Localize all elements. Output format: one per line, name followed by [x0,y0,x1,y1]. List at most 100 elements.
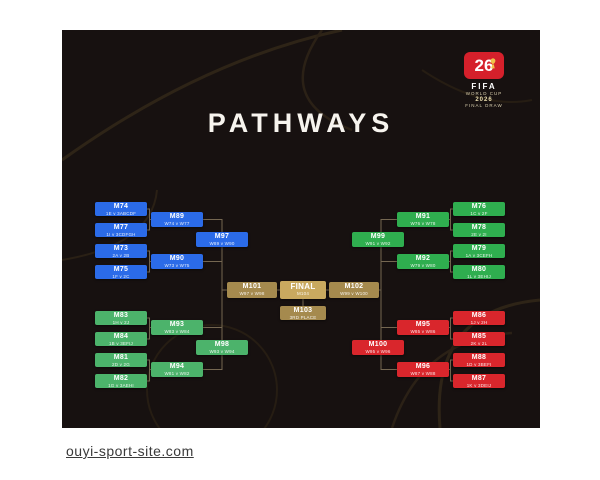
match-id: M82 [113,375,129,382]
match-id: M81 [113,354,129,361]
match-id: M91 [415,213,431,220]
match-teams: 3RD PLACE [289,315,317,320]
trophy-icon [490,58,496,69]
match-id: M89 [169,213,185,220]
match-id: M77 [113,224,129,231]
wc26-badge: 26 [464,52,504,79]
match-id: M75 [113,266,129,273]
fifa-label: FIFA [471,82,497,91]
match-teams: W89 v W90 [209,241,235,246]
match-id: M100 [368,341,388,348]
match-teams: W83 v W84 [164,329,190,334]
match-teams: W87 v W88 [410,371,436,376]
match-id: M103 [293,307,313,314]
world-cup-2026-logo: 26 FIFA WORLD CUP 2026 FINAL DRAW [455,52,513,109]
page-title: PATHWAYS [207,108,395,138]
match-teams: 1L v 3EHIJ [467,274,491,279]
watermark-text: ouyi-sport-site.com [66,443,194,459]
match-teams: 1C v 2F [470,211,488,216]
match-teams: 1F v 2C [112,274,130,279]
match-teams: W81 v W82 [164,371,190,376]
badge-number: 26 [474,56,494,75]
match-teams: W76 v W78 [410,221,436,226]
match-teams: W79 v W80 [410,263,436,268]
match-teams: 1G v 3AEHI [108,383,134,388]
match-id: M96 [415,363,431,370]
match-id: M83 [113,312,129,319]
match-id: M78 [471,224,487,231]
logo-line-year: 2026 [475,97,493,103]
match-teams: 1K v 3DEIJ [466,383,492,388]
match-id: M79 [471,245,487,252]
match-teams: 2D v 2G [112,362,130,367]
match-id: M76 [471,203,487,210]
match-teams: W91 v W92 [365,241,391,246]
match-id: M93 [169,321,185,328]
match-id: M101 [242,283,262,290]
match-teams: 1J v 2H [470,320,488,325]
match-teams: M104 [296,291,310,296]
match-teams: 2E v 2I [471,232,487,237]
match-teams: W95 v W96 [365,349,391,354]
match-id: M90 [169,255,185,262]
match-id: M85 [471,333,487,340]
match-id: M87 [471,375,487,382]
match-teams: 1A v 3CEFH [465,253,493,258]
match-teams: W85 v W86 [410,329,436,334]
match-id: M99 [370,233,386,240]
match-id: M84 [113,333,129,340]
match-id: M74 [113,203,129,210]
match-teams: 2K v 2L [470,341,488,346]
match-teams: W99 v W100 [340,291,368,296]
match-id: M80 [471,266,487,273]
match-teams: 1I v 3CDFGH [106,232,136,237]
match-id: M73 [113,245,129,252]
match-teams: 1B v 3EFIJ [108,341,133,346]
logo-line-worldcup: WORLD CUP [465,91,503,96]
match-teams: 2A v 2B [112,253,130,258]
match-teams: 1D v 3BEFI [466,362,492,367]
match-id: M95 [415,321,431,328]
match-teams: 1E v 3ABCDF [105,211,137,216]
match-id: M86 [471,312,487,319]
match-id: M98 [214,341,230,348]
match-teams: 1H v 2J [112,320,130,325]
match-id: M102 [344,283,364,290]
match-teams: W74 v W77 [164,221,190,226]
match-id: FINAL [290,282,316,291]
match-id: M94 [169,363,185,370]
match-id: M97 [214,233,230,240]
match-teams: W93 v W94 [209,349,235,354]
match-teams: W73 v W75 [164,263,190,268]
